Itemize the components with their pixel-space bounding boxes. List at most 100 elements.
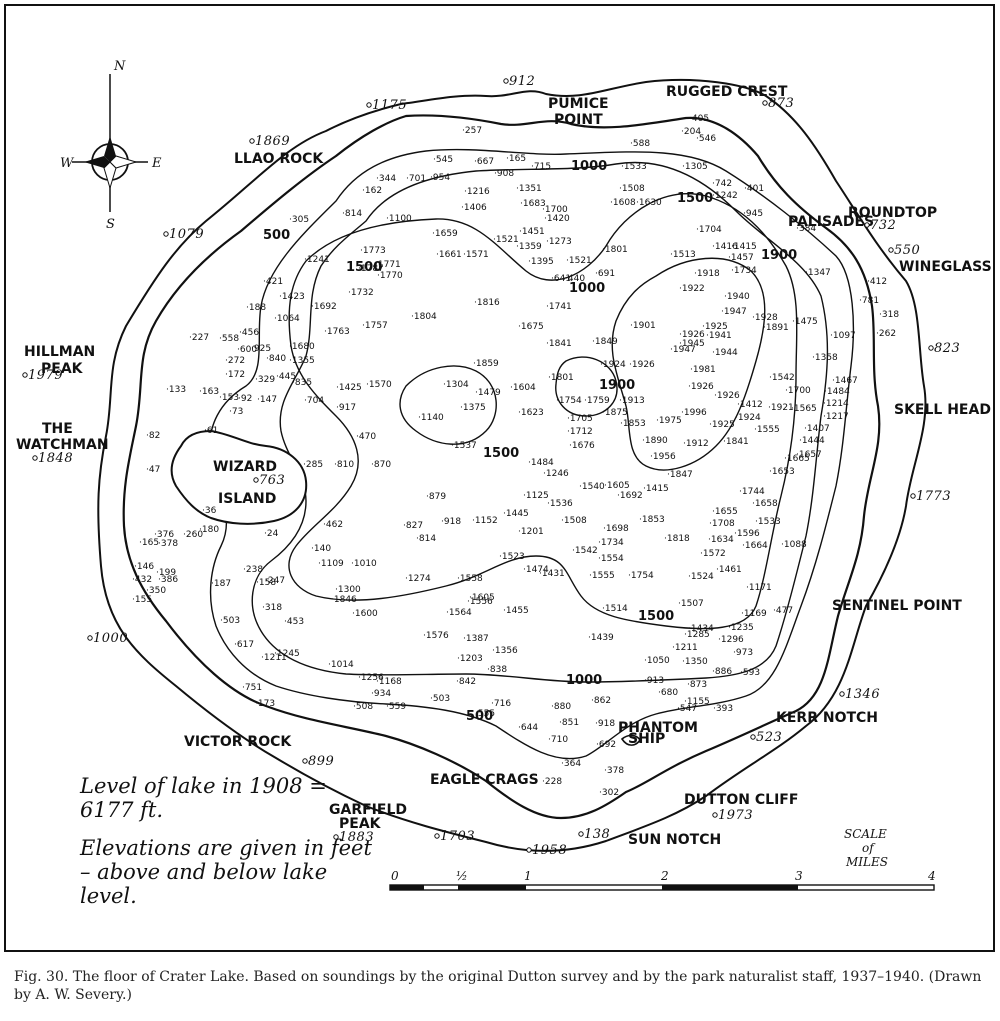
map-legend-note: Level of lake in 1908 = 6177 ft. Elevati… [80, 774, 380, 922]
compass-n: N [113, 59, 126, 74]
sounding: ·1201 [518, 527, 544, 537]
sounding: ·140 [311, 544, 331, 554]
sounding: ·158 [256, 578, 276, 588]
sounding: ·1434 [688, 624, 714, 634]
scale-tick-4: 4 [927, 869, 936, 883]
sounding: ·1924 [600, 360, 626, 370]
compass-w: W [60, 156, 75, 171]
peak-elevation-marker [762, 100, 768, 106]
sounding: ·1533 [755, 517, 781, 527]
peak-elevation: 732 [870, 218, 896, 233]
sounding: ·1412 [737, 400, 763, 410]
sounding: ·1416 [712, 242, 738, 252]
sounding: ·453 [284, 617, 304, 627]
sounding: ·1564 [446, 608, 472, 618]
peak-elevation: 1703 [440, 829, 475, 844]
sounding: ·1941 [706, 331, 732, 341]
sounding: ·1596 [734, 529, 760, 539]
sounding: ·1347 [805, 268, 831, 278]
sounding: ·1947 [721, 307, 747, 317]
sounding: ·1676 [569, 441, 595, 451]
sounding: ·172 [225, 370, 245, 380]
shoreline [122, 114, 881, 820]
sounding: ·1125 [523, 491, 549, 501]
sounding: ·1763 [324, 327, 350, 337]
sounding: ·1700 [542, 205, 568, 215]
sounding: ·1996 [681, 408, 707, 418]
sounding: ·1423 [279, 292, 305, 302]
contour-label: 1000 [566, 673, 602, 688]
sounding: ·477 [773, 606, 793, 616]
sounding: ·1630 [636, 198, 662, 208]
sounding: ·228 [542, 777, 562, 787]
peak-elevation: 1773 [916, 489, 951, 504]
peak-elevation-marker [253, 477, 259, 483]
sounding: ·285 [303, 460, 323, 470]
sounding: ·147 [257, 395, 277, 405]
sounding: ·1605 [469, 593, 495, 603]
sounding: ·1571 [463, 250, 489, 260]
sounding: ·302 [599, 788, 619, 798]
sounding: ·617 [234, 640, 254, 650]
sounding: ·238 [243, 565, 263, 575]
sounding: ·1242 [712, 191, 738, 201]
sounding: ·1171 [746, 583, 772, 593]
sounding: ·1356 [492, 646, 518, 656]
sounding: ·1100 [386, 214, 412, 224]
sounding: ·401 [744, 184, 764, 194]
sounding: ·1692 [311, 302, 337, 312]
contour-label: 1500 [483, 446, 519, 461]
sounding: ·92 [238, 394, 252, 404]
peak-elevation-marker [163, 231, 169, 237]
sounding: ·24 [264, 529, 279, 539]
sounding: ·1540 [579, 482, 605, 492]
sounding: ·1245 [274, 649, 300, 659]
sounding: ·350 [146, 586, 166, 596]
sounding: ·470 [356, 432, 376, 442]
sounding: ·1467 [832, 376, 858, 386]
sounding: ·508 [353, 702, 373, 712]
place-label: PEAK [339, 816, 382, 832]
sounding: ·973 [733, 648, 753, 658]
sounding: ·384 [796, 224, 816, 234]
sounding: ·1771 [375, 260, 401, 270]
peak-elevation-marker [864, 222, 870, 228]
sounding: ·1050 [644, 656, 670, 666]
sounding: ·1853 [639, 515, 665, 525]
sounding: ·1457 [728, 253, 754, 263]
sounding: ·1523 [499, 552, 525, 562]
peak-elevation: 1000 [93, 631, 128, 646]
sounding: ·1712 [567, 427, 593, 437]
sounding: ·1395 [528, 257, 554, 267]
sounding: ·547 [677, 704, 697, 714]
sounding: ·36 [202, 506, 217, 516]
peak-elevation: 1346 [845, 687, 880, 702]
peak-elevation-marker [503, 78, 509, 84]
sounding: ·641 [551, 274, 571, 284]
sounding: ·908 [494, 169, 514, 179]
sounding: ·1847 [667, 470, 693, 480]
sounding: ·133 [166, 385, 186, 395]
sounding: ·1461 [716, 565, 742, 575]
sounding: ·555 [475, 709, 495, 719]
place-label: VICTOR ROCK [184, 734, 292, 750]
sounding: ·1928 [752, 313, 778, 323]
place-label: SENTINEL POINT [832, 598, 962, 614]
sounding: ·1351 [516, 184, 542, 194]
sounding: ·1152 [472, 516, 498, 526]
sounding: ·934 [371, 689, 391, 699]
rim-outer-line [97, 78, 927, 852]
sounding: ·1014 [328, 660, 354, 670]
compass-e: E [151, 156, 162, 171]
contour-label: 1900 [761, 248, 797, 263]
sounding: ·851 [559, 718, 579, 728]
sounding: ·1956 [650, 452, 676, 462]
sounding: ·378 [604, 766, 624, 776]
sounding: ·1439 [588, 633, 614, 643]
sounding: ·1841 [723, 437, 749, 447]
sounding: ·155 [132, 595, 152, 605]
peak-elevation-marker [434, 833, 440, 839]
sounding: ·1355 [289, 356, 315, 366]
sounding: ·272 [225, 356, 245, 366]
